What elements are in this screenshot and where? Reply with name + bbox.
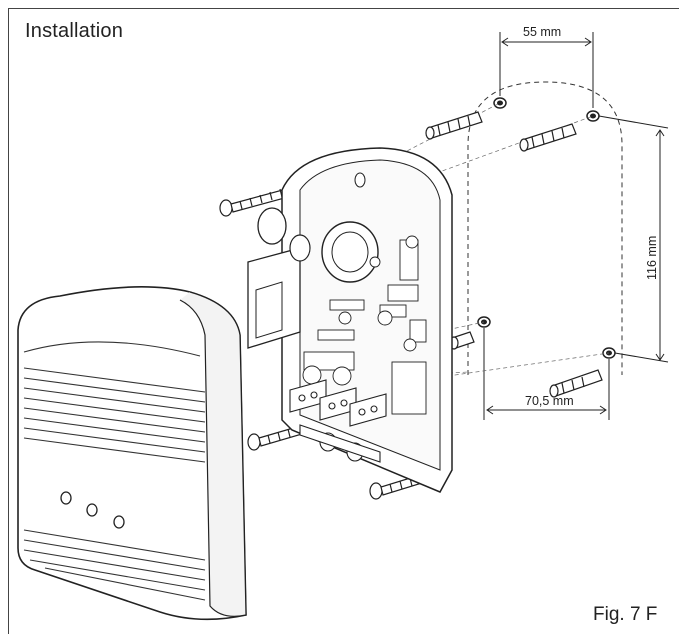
wall-plug-icon	[549, 369, 603, 398]
dimension-top	[499, 32, 594, 108]
figure-caption: Fig. 7 F	[593, 604, 658, 625]
wall-plug-icon	[425, 111, 483, 140]
dimension-bottom	[483, 328, 610, 420]
mounting-hole-icon	[586, 110, 600, 122]
dimension-vertical	[598, 115, 669, 363]
screw-icon	[219, 187, 293, 217]
dimension-label-vertical: 116 mm	[645, 236, 659, 280]
dimension-label-bottom: 70,5 mm	[525, 394, 574, 408]
mounting-hole-icon	[493, 97, 507, 109]
figure-title: Installation	[25, 20, 124, 42]
dimension-label-top: 55 mm	[523, 25, 561, 39]
wall-footprint-outline	[467, 81, 623, 375]
screw-icon	[247, 425, 303, 451]
figure-frame	[8, 8, 679, 634]
base-plate	[247, 147, 453, 493]
cover-housing	[17, 286, 247, 621]
wall-plug-icon	[449, 331, 475, 350]
wall-plug-icon	[519, 123, 577, 152]
